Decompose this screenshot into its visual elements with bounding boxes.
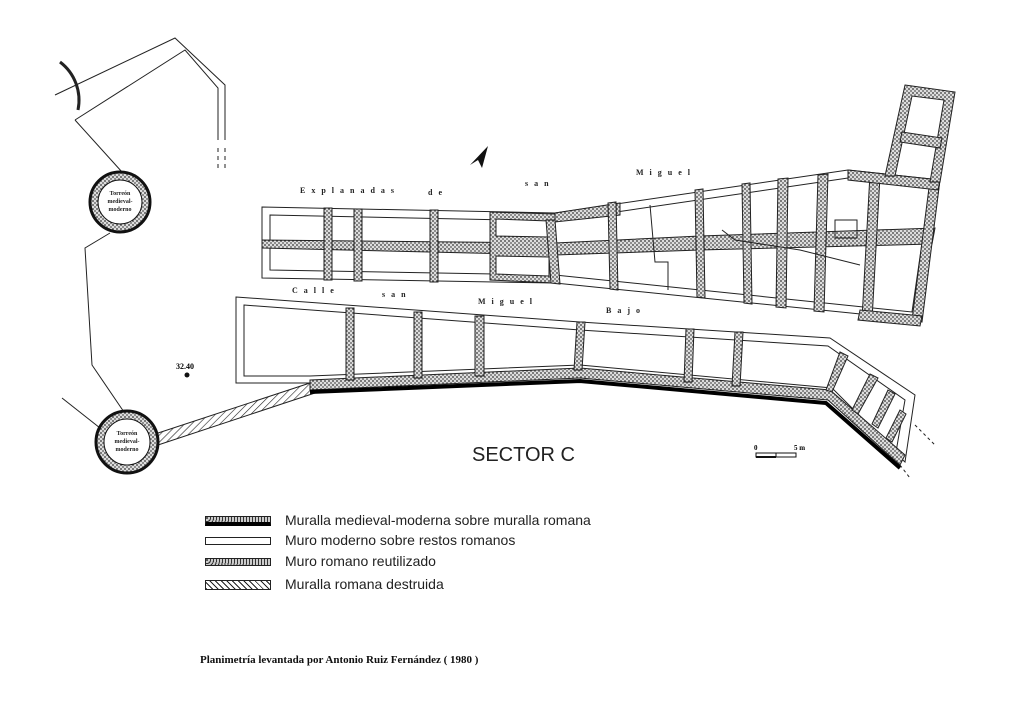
tower-label: moderno — [116, 447, 139, 453]
tower-label: medieval- — [115, 439, 140, 445]
legend-item: Muro romano reutilizado — [205, 553, 605, 573]
tower-label: Torreón — [110, 191, 131, 197]
legend-item: Muro moderno sobre restos romanos — [205, 532, 605, 552]
legend-label: Muro romano reutilizado — [285, 553, 436, 569]
tower-label: Torreón — [117, 431, 138, 437]
street-label: Miguel — [478, 297, 538, 306]
tower-upper: Torreón medieval- moderno — [88, 170, 152, 234]
street-label: Bajo — [606, 306, 646, 315]
scale-end: 5 m — [794, 444, 806, 452]
lower-block — [235, 296, 936, 479]
street-label: de — [428, 188, 448, 197]
scale-bar — [755, 452, 797, 458]
street-label: san — [525, 179, 555, 188]
legend-swatch-dotted-black — [205, 516, 271, 526]
street-label: Explanadas — [300, 186, 400, 195]
destroyed-roman-wall — [151, 382, 319, 446]
credit-line: Planimetría levantada por Antonio Ruiz F… — [200, 654, 479, 666]
street-label: Miguel — [636, 168, 696, 177]
bastion-arc — [59, 60, 81, 111]
legend-item: Muralla romana destruida — [205, 576, 605, 596]
upper-block — [261, 84, 956, 327]
elevation-point — [184, 372, 190, 378]
tower-label: moderno — [109, 207, 132, 213]
elevation-label: 32.40 — [176, 362, 194, 371]
legend-item: Muralla medieval-moderna sobre muralla r… — [205, 512, 605, 532]
legend-swatch-dotted — [205, 558, 271, 566]
legend-label: Muralla romana destruida — [285, 576, 444, 592]
sector-title: SECTOR C — [472, 444, 575, 466]
tower-label: medieval- — [108, 199, 133, 205]
street-label: san — [382, 290, 412, 299]
legend-swatch-hatched — [205, 580, 271, 590]
scale-start: 0 — [754, 444, 758, 452]
outer-wall-lines — [54, 37, 226, 429]
legend-swatch-empty — [205, 537, 271, 545]
tower-lower: Torreón medieval- moderno — [94, 409, 160, 475]
legend-label: Muro moderno sobre restos romanos — [285, 532, 516, 548]
north-arrow-icon — [470, 146, 488, 168]
street-label: Calle — [292, 286, 340, 295]
legend-label: Muralla medieval-moderna sobre muralla r… — [285, 512, 591, 528]
